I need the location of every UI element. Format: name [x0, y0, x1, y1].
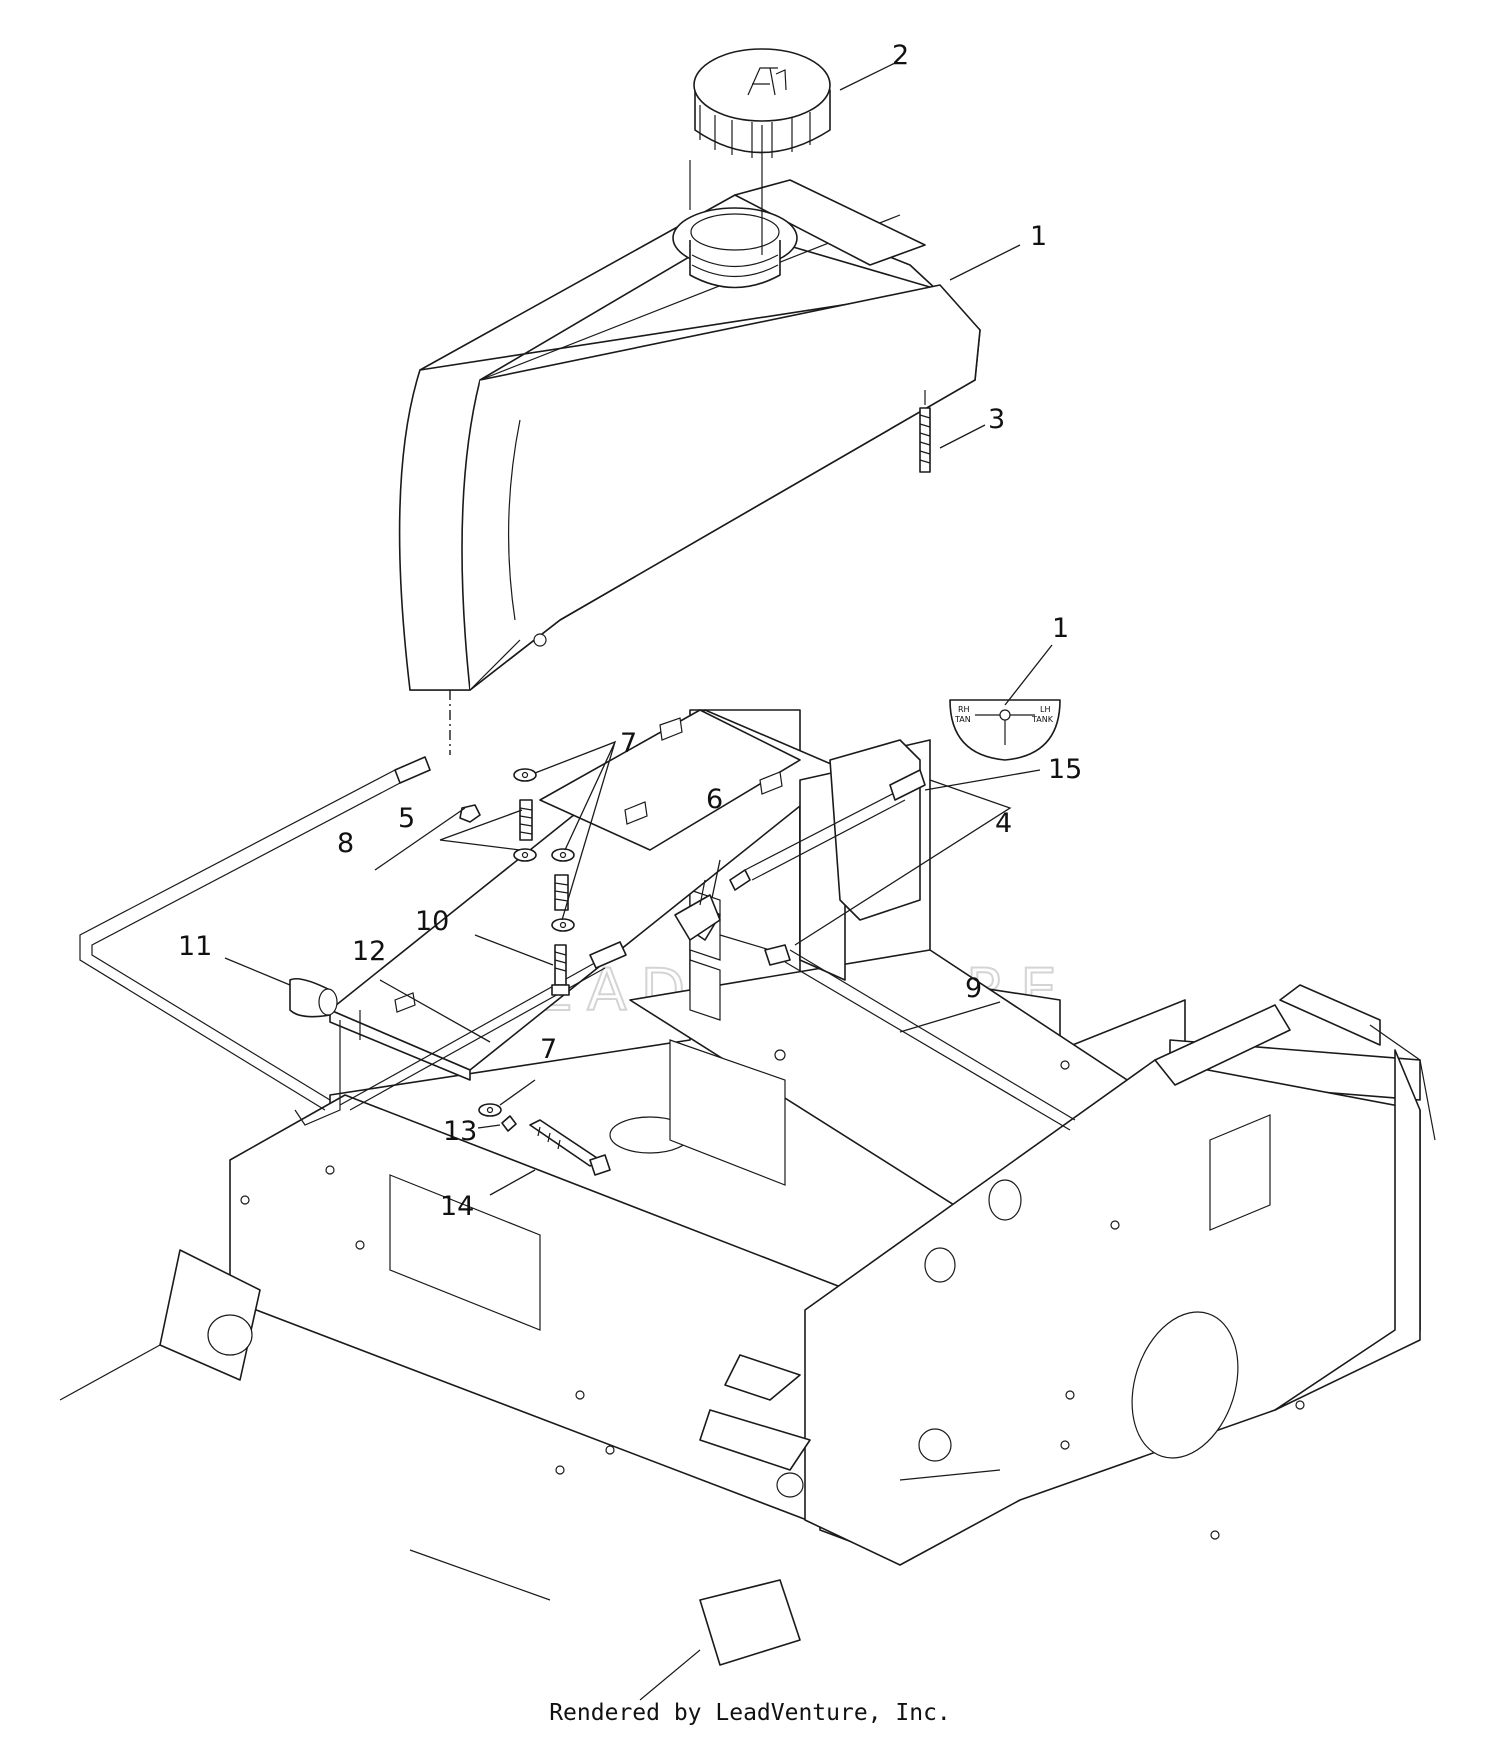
callout-washer-bottom: 7	[540, 1034, 557, 1065]
callout-bolt-10: 10	[415, 906, 449, 937]
callout-bolt-14: 14	[440, 1191, 474, 1222]
mounting-hardware	[459, 768, 611, 1176]
callout-spacer: 5	[398, 803, 415, 834]
leader-lines	[224, 62, 1053, 1196]
valve-label-tan: TAN	[954, 715, 971, 724]
callout-numbers: 1 2 3 1 15 4 7 5 6 8 10 11 12 9 7 13 14	[178, 40, 1082, 1222]
valve-label-tank: TANK	[1031, 715, 1054, 724]
footer-credit: Rendered by LeadVenture, Inc.	[549, 1700, 951, 1726]
callout-fuel-line-12: 12	[352, 936, 386, 967]
valve-label-rh: RH	[958, 705, 970, 714]
callout-shutoff-valve: 6	[706, 784, 723, 815]
callout-cap: 2	[892, 40, 909, 71]
valve-label-lh: LH	[1040, 705, 1050, 714]
callout-fuel-line-15: 15	[1048, 754, 1082, 785]
callout-fuel-line-9: 9	[965, 973, 982, 1004]
fuel-pump-icon	[747, 67, 787, 96]
fuel-cap	[693, 48, 831, 255]
fuel-valve-decal: RH TAN LH TANK	[949, 699, 1061, 761]
fuel-lines	[79, 690, 1076, 1131]
chassis-frame	[59, 709, 1436, 1701]
callout-stud: 3	[988, 404, 1005, 435]
callout-valve-decal: 1	[1052, 613, 1069, 644]
callout-filter: 11	[178, 931, 212, 962]
callout-washer-top: 7	[620, 728, 637, 759]
fuel-tank	[398, 160, 981, 691]
callout-nut: 8	[337, 828, 354, 859]
tank-stud	[919, 390, 931, 473]
callout-tank: 1	[1030, 221, 1047, 252]
callout-lock-nut: 13	[443, 1116, 477, 1147]
callout-clamp: 4	[995, 808, 1012, 839]
